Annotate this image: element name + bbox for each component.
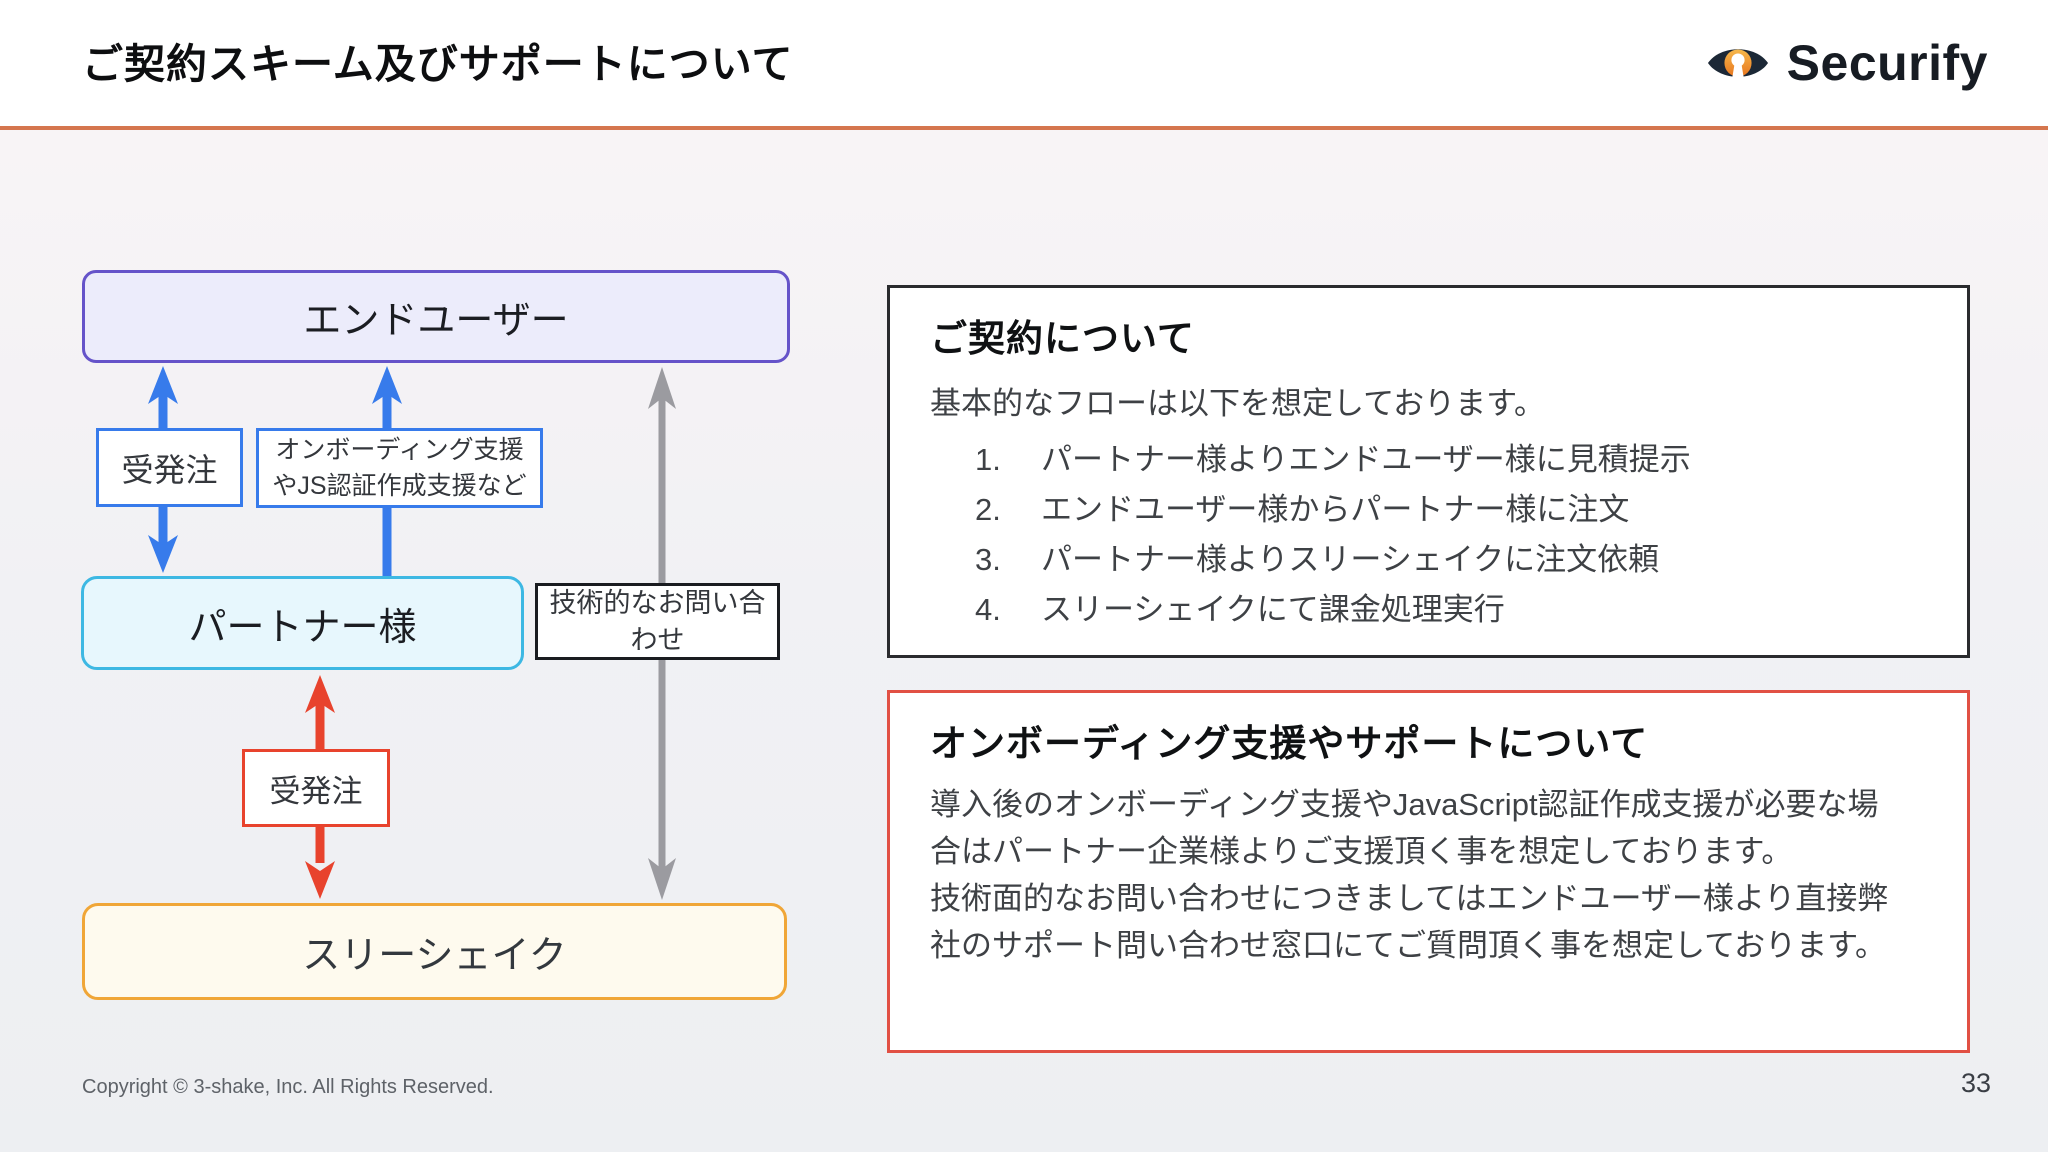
contract-panel-intro: 基本的なフローは以下を想定しております。 xyxy=(930,386,1546,421)
threeshake-label: スリーシェイク xyxy=(302,935,567,977)
contract-step: 2. エンドユーザー様からパートナー様に注文 xyxy=(930,485,1927,535)
diagram-node-end-user: エンドユーザー xyxy=(82,270,790,363)
step-text: パートナー様よりエンドユーザー様に見積提示 xyxy=(1041,442,1691,477)
support-panel-title: オンボーディング支援やサポートについて xyxy=(930,723,1649,764)
step-text: スリーシェイクにて課金処理実行 xyxy=(1041,592,1505,627)
header-divider xyxy=(0,126,2048,130)
step-text: パートナー様よりスリーシェイクに注文依頼 xyxy=(1041,542,1660,577)
contract-panel-title: ご契約について xyxy=(930,318,1195,359)
step-number: 2. xyxy=(975,492,1001,527)
slide-header: ご契約スキーム及びサポートについて Securify xyxy=(0,0,2048,126)
contract-steps-list: 1. パートナー様よりエンドユーザー様に見積提示 2. エンドユーザー様からパートナ… xyxy=(930,435,1927,635)
brand-name: Securify xyxy=(1786,35,1988,91)
partner-label: パートナー様 xyxy=(188,606,417,649)
step-number: 3. xyxy=(975,542,1001,577)
end-user-label: エンドユーザー xyxy=(303,300,569,342)
step-number: 4. xyxy=(975,592,1001,627)
contract-step: 3. パートナー様よりスリーシェイクに注文依頼 xyxy=(930,535,1927,585)
contract-panel: ご契約について 基本的なフローは以下を想定しております。 1. パートナー様よりエ… xyxy=(887,285,1970,658)
contract-step: 1. パートナー様よりエンドユーザー様に見積提示 xyxy=(930,435,1927,485)
step-number: 1. xyxy=(975,442,1001,477)
label-onboarding-support: オンボーディング支援 やJS認証作成支援など xyxy=(256,428,543,508)
securify-eye-icon xyxy=(1707,49,1768,85)
copyright-notice: Copyright © 3-shake, Inc. All Rights Res… xyxy=(82,1076,494,1098)
label-technical-inquiry: 技術的なお問い合 わせ xyxy=(535,583,780,660)
diagram-node-partner: パートナー様 xyxy=(81,576,524,670)
diagram-node-threeshake: スリーシェイク xyxy=(82,903,787,1000)
contract-step: 4. スリーシェイクにて課金処理実行 xyxy=(930,585,1927,635)
support-panel-body: 導入後のオンボーディング支援やJavaScript認証作成支援が必要な場 合はパ… xyxy=(930,787,1889,963)
brand-logo: Securify xyxy=(1707,0,1988,126)
page-number: 33 xyxy=(1960,1068,1991,1098)
page-title: ご契約スキーム及びサポートについて xyxy=(82,41,794,87)
label-order-bottom: 受発注 xyxy=(242,749,390,827)
step-text: エンドユーザー様からパートナー様に注文 xyxy=(1041,492,1630,527)
support-panel: オンボーディング支援やサポートについて 導入後のオンボーディング支援やJavaS… xyxy=(887,690,1970,1053)
label-order-top: 受発注 xyxy=(96,428,243,507)
